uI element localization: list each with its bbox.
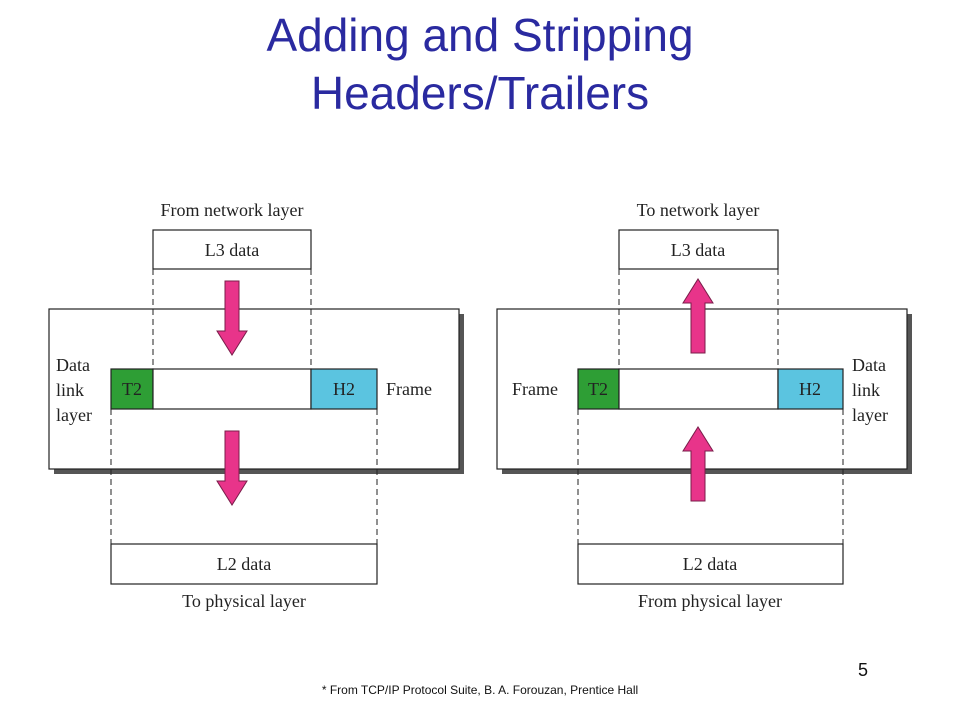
right-trailer-label: T2 [588,379,608,399]
right-side-label-line-1: Data [852,355,886,375]
slide-title: Adding and Stripping Headers/Trailers [0,6,960,122]
footnote: * From TCP/IP Protocol Suite, B. A. Foro… [321,683,639,697]
left-trailer-t2 [110,368,154,410]
right-top-label: To network layer [637,200,760,220]
left-top-label: From network layer [161,200,304,220]
right-frame-data [618,368,779,410]
right-frame-label: Frame [512,379,558,399]
right-l3-data-box [618,229,779,270]
left-l2-data-box [110,543,378,585]
right-side-label-line-3: layer [852,405,888,425]
left-header-label: H2 [333,379,355,399]
right-l2-data-box [577,543,844,585]
slide-title-line-1: Adding and Stripping [266,9,694,61]
left-side-label-line-2: link [56,380,84,400]
left-l3-data-label: L3 data [205,240,259,260]
left-panel: From network layer L3 data Data link lay… [48,200,464,611]
left-side-label-line-3: layer [56,405,92,425]
left-frame-label: Frame [386,379,432,399]
left-side-label-line-1: Data [56,355,90,375]
right-side-label-line-2: link [852,380,880,400]
left-l2-data-label: L2 data [217,554,271,574]
left-l3-data-box [152,229,312,270]
right-header-h2 [777,368,844,410]
right-l2-data-label: L2 data [683,554,737,574]
slide-title-line-2: Headers/Trailers [310,67,650,119]
left-frame-data [152,368,312,410]
left-header-h2 [310,368,378,410]
left-trailer-label: T2 [122,379,142,399]
right-bottom-label: From physical layer [638,591,782,611]
right-trailer-t2 [577,368,620,410]
right-l3-data-label: L3 data [671,240,725,260]
right-header-label: H2 [799,379,821,399]
left-bottom-label: To physical layer [182,591,306,611]
right-dashed-guides [577,269,844,544]
page-number: 5 [858,660,869,680]
right-panel: To network layer L3 data Frame T2 H2 Dat… [496,200,912,611]
left-dashed-guides [110,269,378,544]
